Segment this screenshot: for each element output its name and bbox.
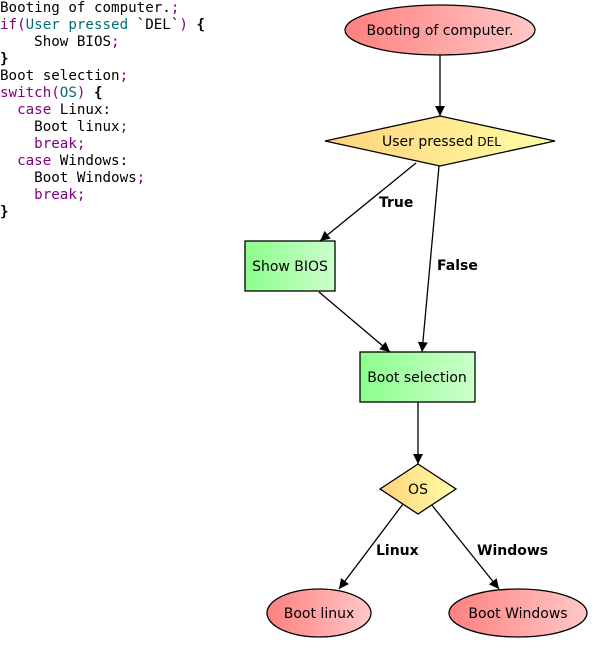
code-token: break xyxy=(34,136,77,152)
code-token: Boot Windows xyxy=(0,170,137,186)
code-line: } xyxy=(0,204,205,221)
code-token: Windows: xyxy=(51,153,129,169)
edge-label-false: False xyxy=(437,258,478,274)
code-token: } xyxy=(0,51,9,67)
node-boot-windows: Boot Windows xyxy=(448,588,588,638)
node-show-bios: Show BIOS xyxy=(244,240,336,292)
code-line: case Linux: xyxy=(0,102,205,119)
code-token: Show BIOS xyxy=(0,34,112,50)
code-token: case xyxy=(17,153,52,169)
code-line: case Windows: xyxy=(0,153,205,170)
code-token: ; xyxy=(76,187,86,203)
code-token: ; xyxy=(136,170,146,186)
code-token: ; xyxy=(170,0,180,16)
code-listing: Booting of computer.;if(User pressed `DE… xyxy=(0,0,205,221)
node-decision-del-key: DEL xyxy=(477,135,501,149)
code-line: } xyxy=(0,51,205,68)
code-token: } xyxy=(0,204,9,220)
edge-os-linux xyxy=(338,503,404,590)
code-token: ( xyxy=(17,17,26,33)
code-token: { xyxy=(187,17,206,33)
code-token: if xyxy=(0,17,18,33)
code-line: Boot selection; xyxy=(0,68,205,85)
node-start: Booting of computer. xyxy=(344,4,536,56)
code-token: Boot linux xyxy=(0,119,120,135)
edge-del-false-to-selection xyxy=(417,165,440,353)
node-decision-del-label: User pressed xyxy=(382,134,473,150)
code-token: Booting of computer. xyxy=(0,0,171,16)
code-line: if(User pressed `DEL`) { xyxy=(0,17,205,34)
edge-label-true: True xyxy=(379,195,413,211)
code-token: ; xyxy=(76,136,86,152)
edge-bios-to-selection xyxy=(318,291,391,353)
edge-label-windows: Windows xyxy=(477,543,548,559)
node-decision-del-text: User pressed DEL xyxy=(382,134,501,150)
node-show-bios-label: Show BIOS xyxy=(252,259,328,275)
code-line: Boot Windows; xyxy=(0,170,205,187)
code-token: ( xyxy=(51,85,60,101)
code-token: ; xyxy=(119,68,129,84)
code-line: break; xyxy=(0,187,205,204)
node-boot-selection-label: Boot selection xyxy=(367,370,467,386)
code-token: ) xyxy=(76,85,86,101)
edge-label-linux: Linux xyxy=(376,543,419,559)
code-token: ; xyxy=(111,34,120,50)
code-token: OS xyxy=(59,85,77,101)
node-boot-windows-label: Boot Windows xyxy=(468,606,567,622)
edge-del-true-to-bios xyxy=(319,162,417,242)
code-line: Boot linux; xyxy=(0,119,205,136)
code-token: User pressed xyxy=(25,17,129,33)
code-token: case xyxy=(17,102,52,118)
edges xyxy=(318,55,500,590)
node-boot-linux: Boot linux xyxy=(266,588,372,638)
code-token: Linux: xyxy=(51,102,112,118)
code-token: ; xyxy=(119,119,129,135)
node-boot-selection: Boot selection xyxy=(359,351,476,403)
code-token: `DEL` xyxy=(128,17,180,33)
node-start-label: Booting of computer. xyxy=(367,23,514,39)
code-token: ) xyxy=(179,17,188,33)
node-decision-del: User pressed DEL xyxy=(324,115,556,167)
code-token: Boot selection xyxy=(0,68,120,84)
node-decision-os: OS xyxy=(378,463,458,515)
code-token: switch xyxy=(0,85,52,101)
code-line: break; xyxy=(0,136,205,153)
code-token: { xyxy=(85,85,103,101)
code-line: switch(OS) { xyxy=(0,85,205,102)
node-decision-os-label: OS xyxy=(408,482,428,498)
code-token: break xyxy=(34,187,77,203)
edge-os-windows xyxy=(430,503,500,590)
code-line: Show BIOS; xyxy=(0,34,205,51)
code-line: Booting of computer.; xyxy=(0,0,205,17)
node-boot-linux-label: Boot linux xyxy=(284,606,355,622)
